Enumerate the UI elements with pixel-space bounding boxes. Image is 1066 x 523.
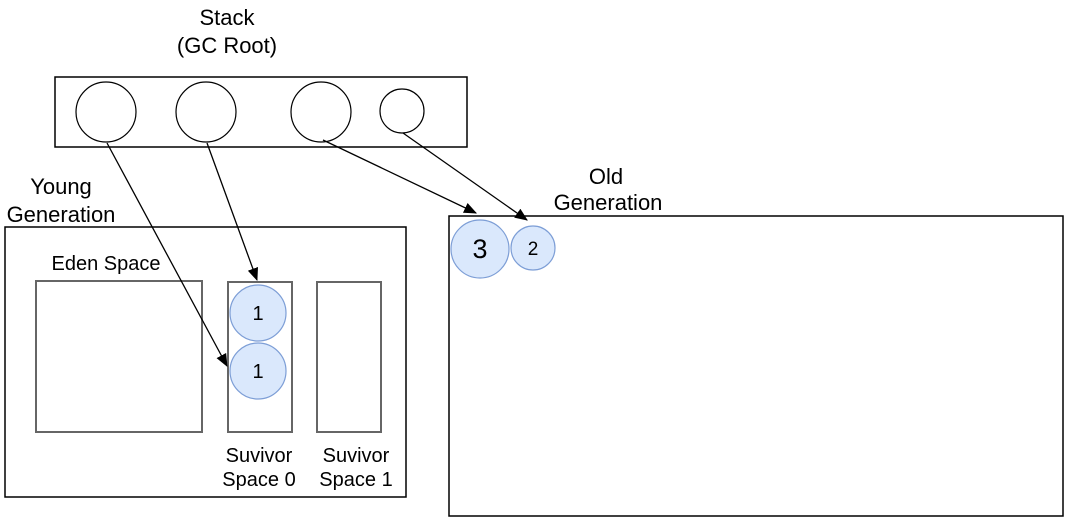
arrow-ref2-to-survivor-object [206, 142, 259, 282]
eden-space-label: Eden Space [52, 253, 161, 275]
survivor-space-1-label-line1: Suvivor [323, 445, 390, 467]
survivor-space-0-label-line1: Suvivor [226, 445, 293, 467]
stack-reference-circle-1 [75, 81, 137, 143]
survivor-space-1-label-line2: Space 1 [319, 469, 392, 491]
survivor-space-0-label-line2: Space 0 [222, 469, 295, 491]
survivor-space-1-box [316, 281, 382, 433]
arrow-ref1-to-survivor-object [106, 142, 228, 367]
object-circle-age1-upper [229, 284, 287, 342]
arrow-ref4-to-oldgen-object [402, 132, 528, 221]
object-circle-age1-lower [229, 342, 287, 400]
object-age-label: 3 [472, 234, 487, 264]
object-circle-age3 [450, 219, 510, 279]
arrow-ref3-to-oldgen-object [322, 139, 477, 214]
stack-reference-circle-4 [379, 88, 425, 134]
old-generation-title-line1: Old [589, 164, 623, 189]
old-generation-box [448, 215, 1064, 517]
stack-reference-circle-3 [290, 81, 352, 143]
object-circle-age2 [510, 225, 556, 271]
eden-space-box [35, 280, 203, 433]
object-age-label: 2 [528, 239, 539, 260]
stack-title-line1: Stack [199, 5, 255, 30]
young-generation-title-line2: Generation [7, 202, 116, 227]
old-generation-title-line2: Generation [554, 190, 663, 215]
object-age-label: 1 [252, 303, 263, 325]
stack-title-line2: (GC Root) [177, 33, 277, 58]
object-age-label: 1 [252, 361, 263, 383]
stack-reference-circle-2 [175, 81, 237, 143]
young-generation-title-line1: Young [30, 174, 92, 199]
